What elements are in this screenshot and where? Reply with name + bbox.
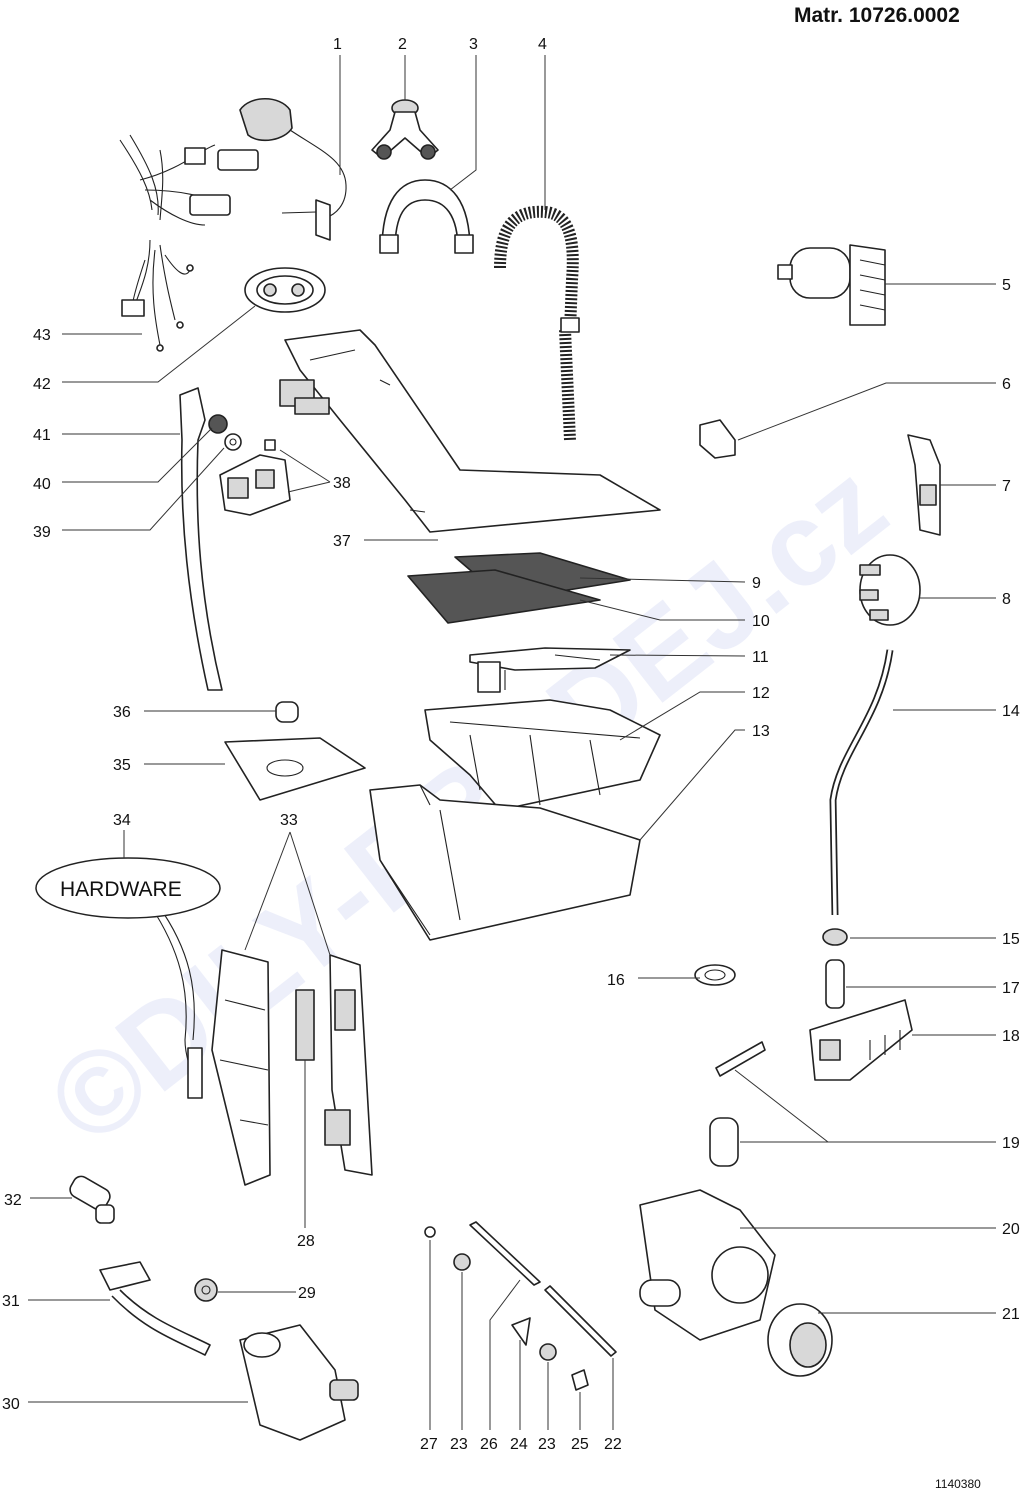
callout-35: 35 [113, 757, 131, 774]
callout-26: 26 [480, 1436, 498, 1453]
callout-29: 29 [298, 1285, 316, 1302]
part-19-pin-and-sleeve [709, 1041, 766, 1167]
callout-38: 38 [333, 475, 351, 492]
callout-3: 3 [469, 36, 478, 53]
callout-15: 15 [1002, 931, 1020, 948]
part-21-filter-cap [767, 1303, 833, 1377]
callout-36: 36 [113, 704, 131, 721]
callout-21: 21 [1002, 1306, 1020, 1323]
callout-23-b: 23 [538, 1436, 556, 1453]
part-8-pressure-switch [859, 554, 921, 626]
part-25-screw [571, 1369, 589, 1391]
part-3-hose-guide [379, 179, 474, 254]
callout-7: 7 [1002, 478, 1011, 495]
part-15-seal [822, 928, 848, 946]
part-11-dispenser-insert [469, 647, 631, 693]
callout-41: 41 [33, 427, 51, 444]
hardware-ellipse [35, 857, 221, 919]
part-28-chip [295, 989, 315, 1061]
part-2-y-connector [371, 99, 439, 160]
part-33-control-board-bracket [211, 949, 271, 1186]
part-39-washer [224, 433, 242, 451]
part-7-bracket [907, 434, 941, 536]
callout-10: 10 [752, 613, 770, 630]
callout-2: 2 [398, 36, 407, 53]
callout-43: 43 [33, 327, 51, 344]
part-6-connector [699, 419, 736, 459]
callout-8: 8 [1002, 591, 1011, 608]
part-27-screw [424, 1226, 436, 1238]
part-10-filter-sheet [407, 569, 601, 624]
part-4-drain-hose [494, 205, 580, 441]
part-29-nut [194, 1278, 218, 1302]
part-41-bellows-hose [179, 387, 223, 691]
part-23-nut-upper [453, 1253, 471, 1271]
callout-17: 17 [1002, 980, 1020, 997]
callout-34: 34 [113, 812, 131, 829]
callout-39: 39 [33, 524, 51, 541]
part-31-heater [99, 1261, 211, 1356]
part-40-spring [208, 414, 228, 434]
part-34-hardware-cable: HARDWARE [35, 857, 221, 1099]
part-42-grommet [244, 267, 326, 313]
callout-5: 5 [1002, 277, 1011, 294]
part-35-tray [224, 737, 366, 801]
callout-14: 14 [1002, 703, 1020, 720]
part-38-valve-block [219, 439, 291, 516]
callout-23-a: 23 [450, 1436, 468, 1453]
callout-25: 25 [571, 1436, 589, 1453]
part-5-motor [777, 244, 886, 326]
part-18-door-lock [809, 999, 913, 1081]
callout-12: 12 [752, 685, 770, 702]
model-number-title: Matr. 10726.0002 [794, 4, 960, 27]
callout-11: 11 [752, 649, 769, 666]
callout-13: 13 [752, 723, 770, 740]
part-12-detergent-drawer [424, 699, 661, 811]
callout-1: 1 [333, 36, 342, 53]
part-36-cap [275, 701, 299, 723]
part-20-pump-housing [639, 1189, 776, 1341]
callout-16: 16 [607, 972, 625, 989]
callout-32: 32 [4, 1192, 22, 1209]
callout-24: 24 [510, 1436, 528, 1453]
drawing-code: 1140380 [935, 1477, 981, 1491]
callout-numbers: 1 2 3 4 5 6 7 8 9 10 11 12 13 14 15 16 1… [2, 36, 1020, 1453]
callout-4: 4 [538, 36, 547, 53]
callout-27: 27 [420, 1436, 438, 1453]
part-23-nut-lower [539, 1343, 557, 1361]
part-33-control-board [324, 954, 373, 1176]
callout-22: 22 [604, 1436, 622, 1453]
callout-37: 37 [333, 533, 351, 550]
callout-31: 31 [2, 1293, 20, 1310]
hardware-label: HARDWARE [60, 878, 182, 901]
callout-9: 9 [752, 575, 761, 592]
callout-40: 40 [33, 476, 51, 493]
callout-42: 42 [33, 376, 51, 393]
callout-20: 20 [1002, 1221, 1020, 1238]
callout-19: 19 [1002, 1135, 1020, 1152]
part-26-rod [469, 1221, 541, 1286]
part-16-clip [694, 964, 736, 986]
callout-33: 33 [280, 812, 298, 829]
leader-lines [28, 55, 996, 1430]
part-43-wiring-harness [119, 134, 259, 352]
part-22-long-rod [544, 1285, 617, 1357]
callout-18: 18 [1002, 1028, 1020, 1045]
part-24-clip [511, 1317, 531, 1346]
part-1-power-cord [239, 98, 347, 241]
callout-30: 30 [2, 1396, 20, 1413]
callout-6: 6 [1002, 376, 1011, 393]
part-30-pump-motor [239, 1324, 359, 1441]
part-37-dispenser-top [279, 329, 661, 533]
part-32-lamp [69, 1175, 115, 1224]
callout-28: 28 [297, 1233, 315, 1250]
part-17-sleeve [825, 959, 845, 1009]
part-14-tube [829, 649, 894, 916]
